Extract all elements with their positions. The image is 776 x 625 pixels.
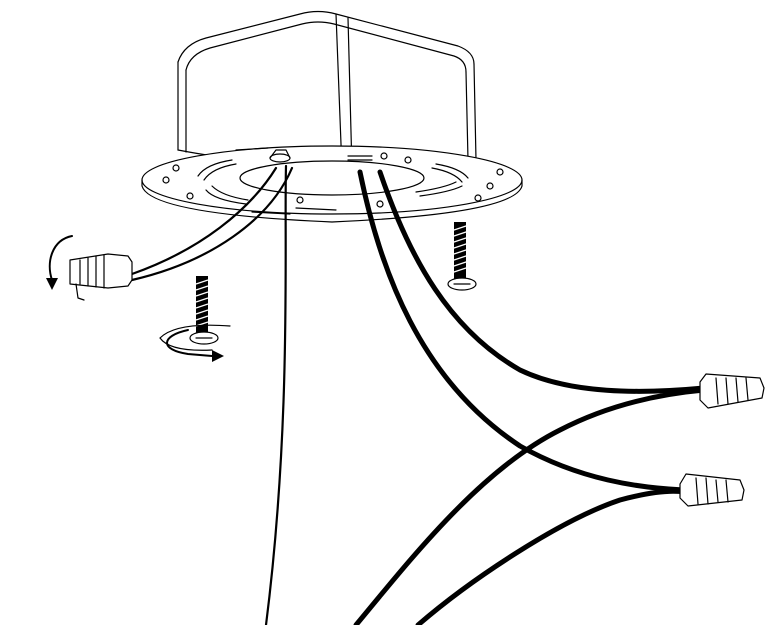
- wire-thick-fixture-a: [377, 169, 707, 394]
- wire-ground: [264, 164, 288, 625]
- wires: [130, 164, 707, 625]
- wire-thin-left-b: [130, 166, 294, 282]
- wire-thick-supply-a: [353, 387, 707, 625]
- rotation-arrow-screw: [166, 329, 224, 362]
- mounting-screw-right: [447, 222, 477, 291]
- wire-connector-right-upper: [699, 373, 765, 409]
- wire-thick-supply-b: [415, 488, 687, 625]
- wire-connector-right-lower: [679, 473, 745, 507]
- rotation-arrow-connector: [46, 235, 73, 290]
- wire-thick-fixture-b: [357, 169, 687, 493]
- wire-connector-left: [69, 253, 133, 301]
- mounting-screw-left: [159, 276, 231, 351]
- wire-thin-left-a: [130, 166, 278, 276]
- mounting-plate: [141, 145, 523, 223]
